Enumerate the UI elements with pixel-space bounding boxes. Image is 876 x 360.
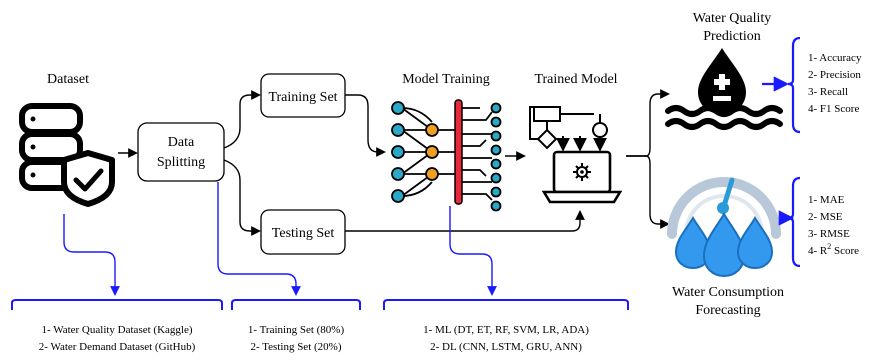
quality-metric-item: 3- Recall bbox=[808, 86, 848, 98]
detail-connectors bbox=[63, 182, 497, 296]
r2-superscript: 2 bbox=[827, 242, 831, 251]
neural-network-icon bbox=[391, 99, 502, 212]
models-list: 1- ML (DT, ET, RF, SVM, LR, ADA) 2- DL (… bbox=[423, 324, 589, 353]
split-item: 2- Testing Set (20%) bbox=[251, 341, 342, 353]
r2-suffix: Score bbox=[831, 245, 859, 257]
laptop-flowchart-gear-icon bbox=[529, 106, 623, 204]
data-splitting-box bbox=[137, 122, 225, 182]
consumption-metric-item: 2- MSE bbox=[808, 211, 843, 223]
dataset-item: 2- Water Demand Dataset (GitHub) bbox=[39, 341, 196, 353]
data-splitting-label-line2: Splitting bbox=[157, 155, 205, 170]
quality-metric-item: 1- Accuracy bbox=[808, 52, 862, 64]
wc-forecasting-label-line2: Forecasting bbox=[695, 303, 760, 318]
r2-prefix: 4- R bbox=[808, 245, 828, 257]
flow-arrows bbox=[118, 89, 670, 236]
dataset-label: Dataset bbox=[47, 72, 89, 87]
water-drop-plus-minus-icon bbox=[665, 48, 783, 130]
split-item: 1- Training Set (80%) bbox=[248, 324, 345, 336]
quality-metrics-list: 1- Accuracy 2- Precision 3- Recall 4- F1… bbox=[808, 52, 862, 115]
consumption-metrics-list: 1- MAE 2- MSE 3- RMSE 4- R2 Score bbox=[808, 194, 859, 257]
quality-metric-item: 2- Precision bbox=[808, 69, 861, 81]
detail-brackets bbox=[11, 299, 629, 310]
wc-forecasting-label-line1: Water Consumption bbox=[672, 285, 784, 300]
datasets-list: 1- Water Quality Dataset (Kaggle) 2- Wat… bbox=[39, 324, 196, 353]
model-item: 1- ML (DT, ET, RF, SVM, LR, ADA) bbox=[423, 324, 589, 336]
model-training-label: Model Training bbox=[402, 72, 490, 87]
model-item: 2- DL (CNN, LSTM, GRU, ANN) bbox=[430, 341, 582, 353]
wq-prediction-label-line2: Prediction bbox=[703, 29, 761, 44]
quality-metric-item: 4- F1 Score bbox=[808, 103, 859, 115]
consumption-metric-item: 3- RMSE bbox=[808, 228, 850, 240]
splits-list: 1- Training Set (80%) 2- Testing Set (20… bbox=[248, 324, 345, 353]
trained-model-label: Trained Model bbox=[534, 72, 617, 87]
data-splitting-label-line1: Data bbox=[168, 135, 195, 150]
database-shield-check-icon bbox=[19, 103, 115, 207]
testing-set-label: Testing Set bbox=[272, 226, 335, 241]
consumption-metric-item-r2: 4- R2 Score bbox=[808, 242, 859, 257]
gauge-water-drops-icon bbox=[667, 177, 781, 278]
wq-prediction-label-line1: Water Quality bbox=[693, 11, 772, 26]
metric-connectors bbox=[762, 36, 801, 268]
consumption-metric-item: 1- MAE bbox=[808, 194, 845, 206]
testing-set-box bbox=[260, 209, 346, 255]
dataset-item: 1- Water Quality Dataset (Kaggle) bbox=[41, 324, 192, 336]
training-set-label: Training Set bbox=[268, 90, 337, 105]
